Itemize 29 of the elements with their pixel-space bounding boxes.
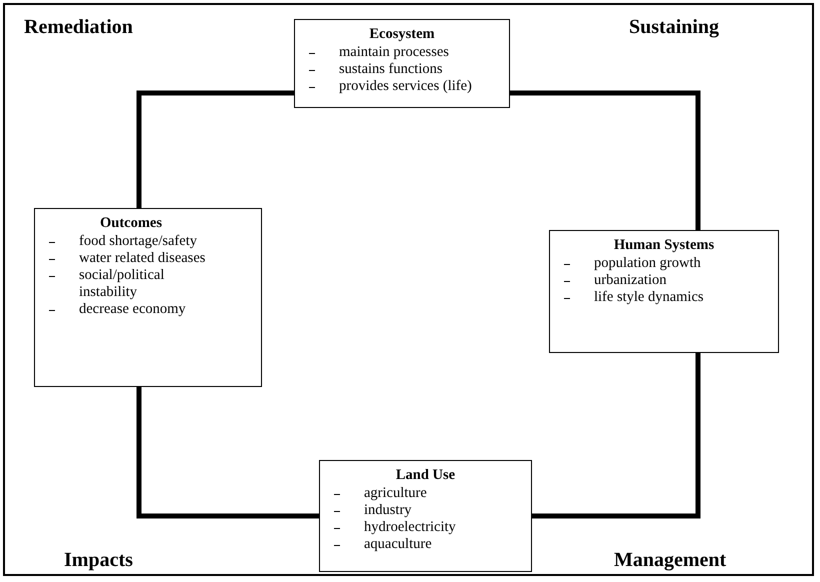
list-item: food shortage/safety — [79, 233, 197, 250]
list-item: urbanization — [594, 272, 666, 289]
list-item: provides services (life) — [339, 78, 472, 95]
text-box — [549, 230, 779, 353]
list-item: maintain processes — [339, 44, 449, 61]
list-item: hydroelectricity — [364, 519, 456, 536]
text-box — [34, 208, 262, 387]
list-item: population growth — [594, 255, 701, 272]
corner-label: Management — [614, 549, 726, 572]
connector-line — [510, 90, 700, 230]
box-heading: Ecosystem — [368, 26, 436, 43]
corner-label: Remediation — [24, 16, 133, 39]
box-heading: Land Use — [394, 467, 456, 484]
list-item: decrease economy — [79, 301, 186, 318]
corner-label: Impacts — [64, 549, 133, 572]
list-item: industry — [364, 502, 412, 519]
connector-line — [136, 387, 319, 518]
list-item: agriculture — [364, 485, 427, 502]
box-heading: Human Systems — [612, 237, 716, 254]
list-item: sustains functions — [339, 61, 443, 78]
text-box — [319, 460, 532, 572]
list-item: water related diseases — [79, 250, 206, 267]
connector-line — [532, 353, 700, 518]
corner-label: Sustaining — [629, 16, 720, 39]
connector-line — [136, 90, 294, 208]
list-item: aquaculture — [364, 536, 432, 553]
text-box — [294, 19, 510, 108]
list-item: life style dynamics — [594, 289, 704, 306]
box-heading: Outcomes — [98, 215, 163, 232]
